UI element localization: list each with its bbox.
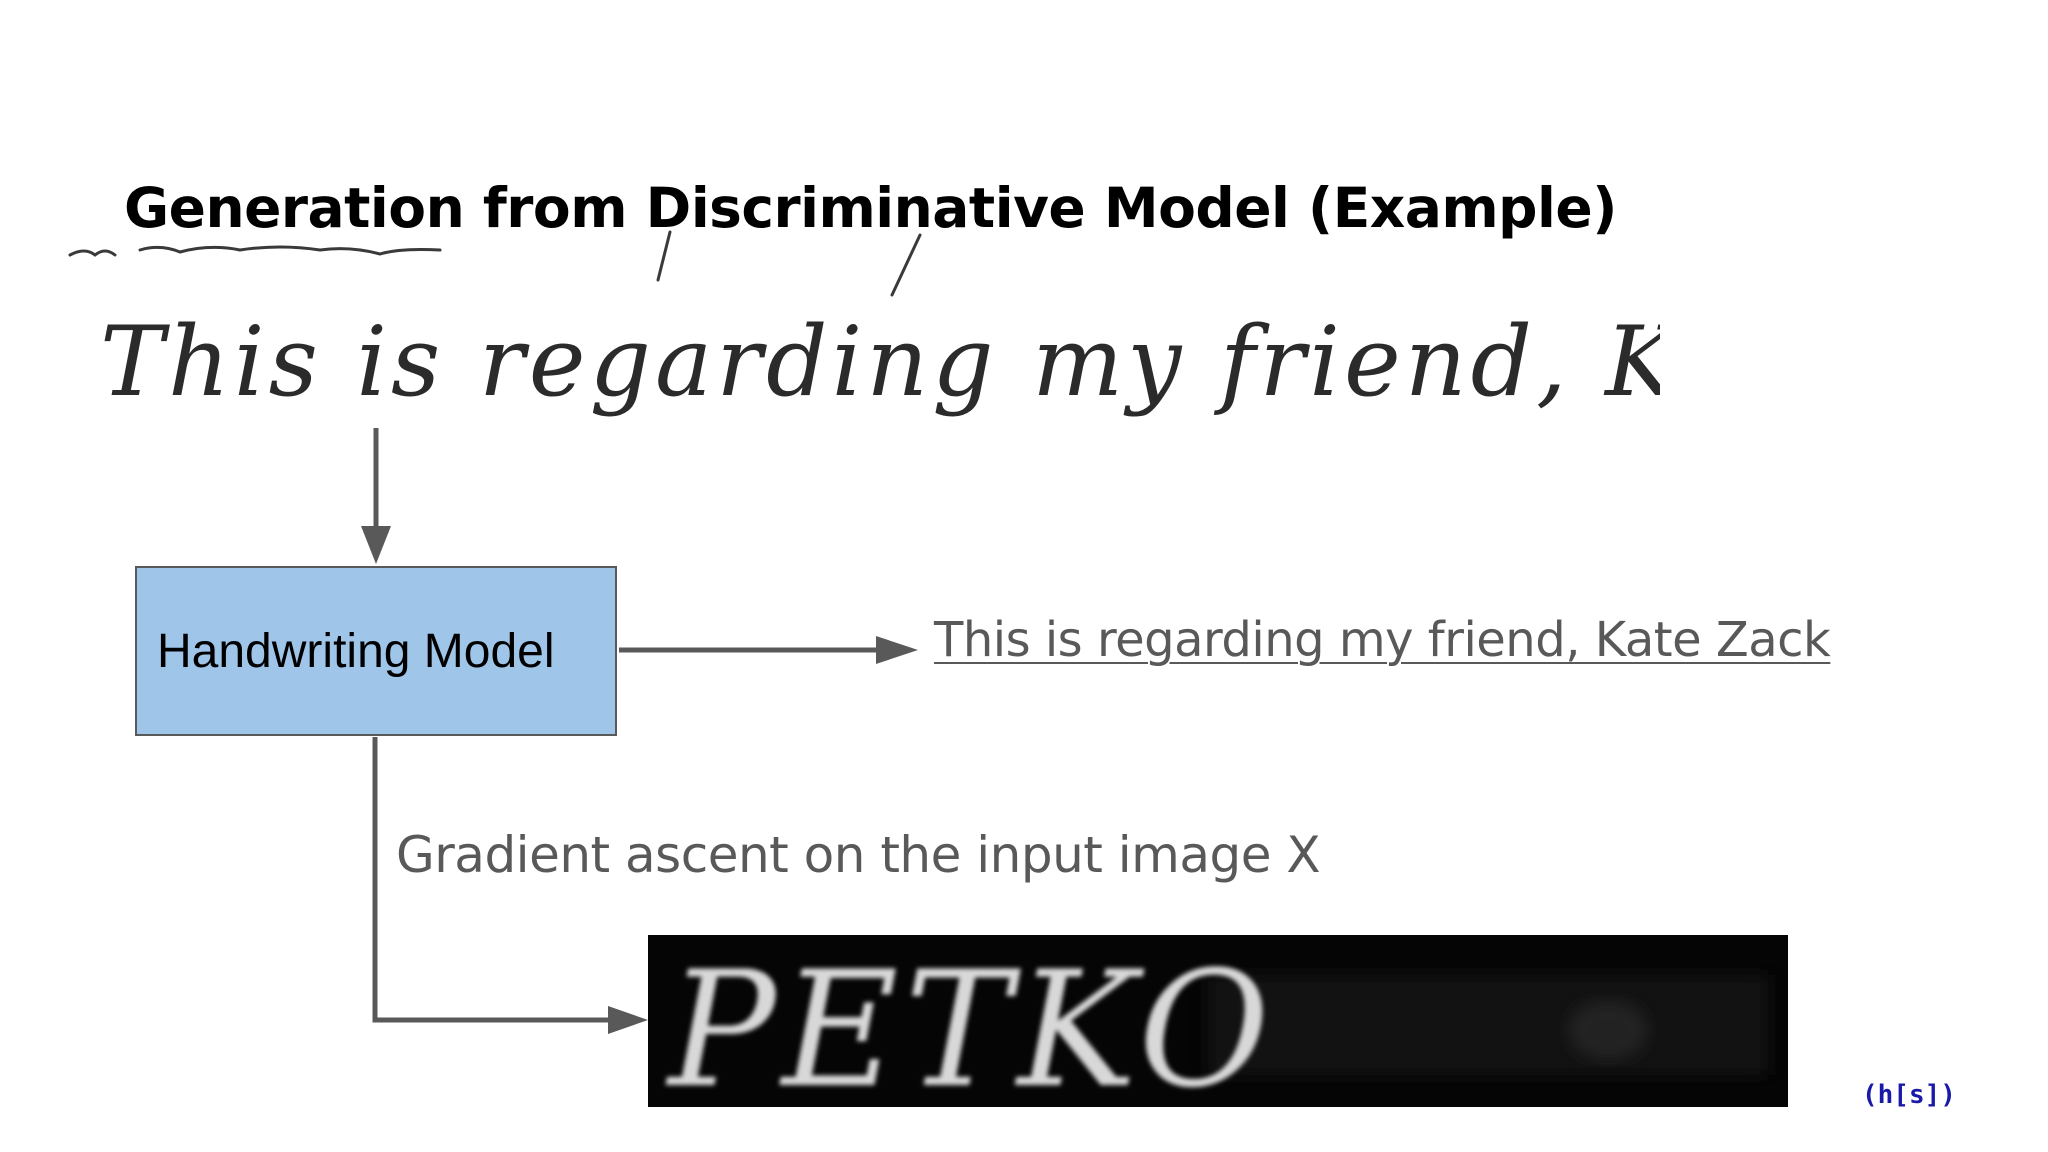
input-arrow: [361, 428, 391, 564]
handwriting-model-box: Handwriting Model: [135, 566, 617, 736]
model-box-label: Handwriting Model: [157, 624, 555, 678]
generated-image-text: PETKO: [665, 936, 1276, 1107]
gradient-ascent-arrow: [372, 737, 648, 1034]
output-arrow: [619, 636, 918, 664]
gradient-ascent-label: Gradient ascent on the input image X: [396, 826, 1321, 884]
slide-title: Generation from Discriminative Model (Ex…: [124, 176, 1617, 240]
generated-image: PETKO: [648, 935, 1788, 1107]
handwriting-sample-image: This is regarding my friend, Kate Zack.: [68, 230, 1660, 418]
handwriting-text: This is regarding my friend, Kate Zack.: [100, 306, 1660, 418]
model-output-text: This is regarding my friend, Kate Zack: [934, 612, 1831, 668]
brand-logo: (h[s]): [1862, 1080, 1956, 1110]
